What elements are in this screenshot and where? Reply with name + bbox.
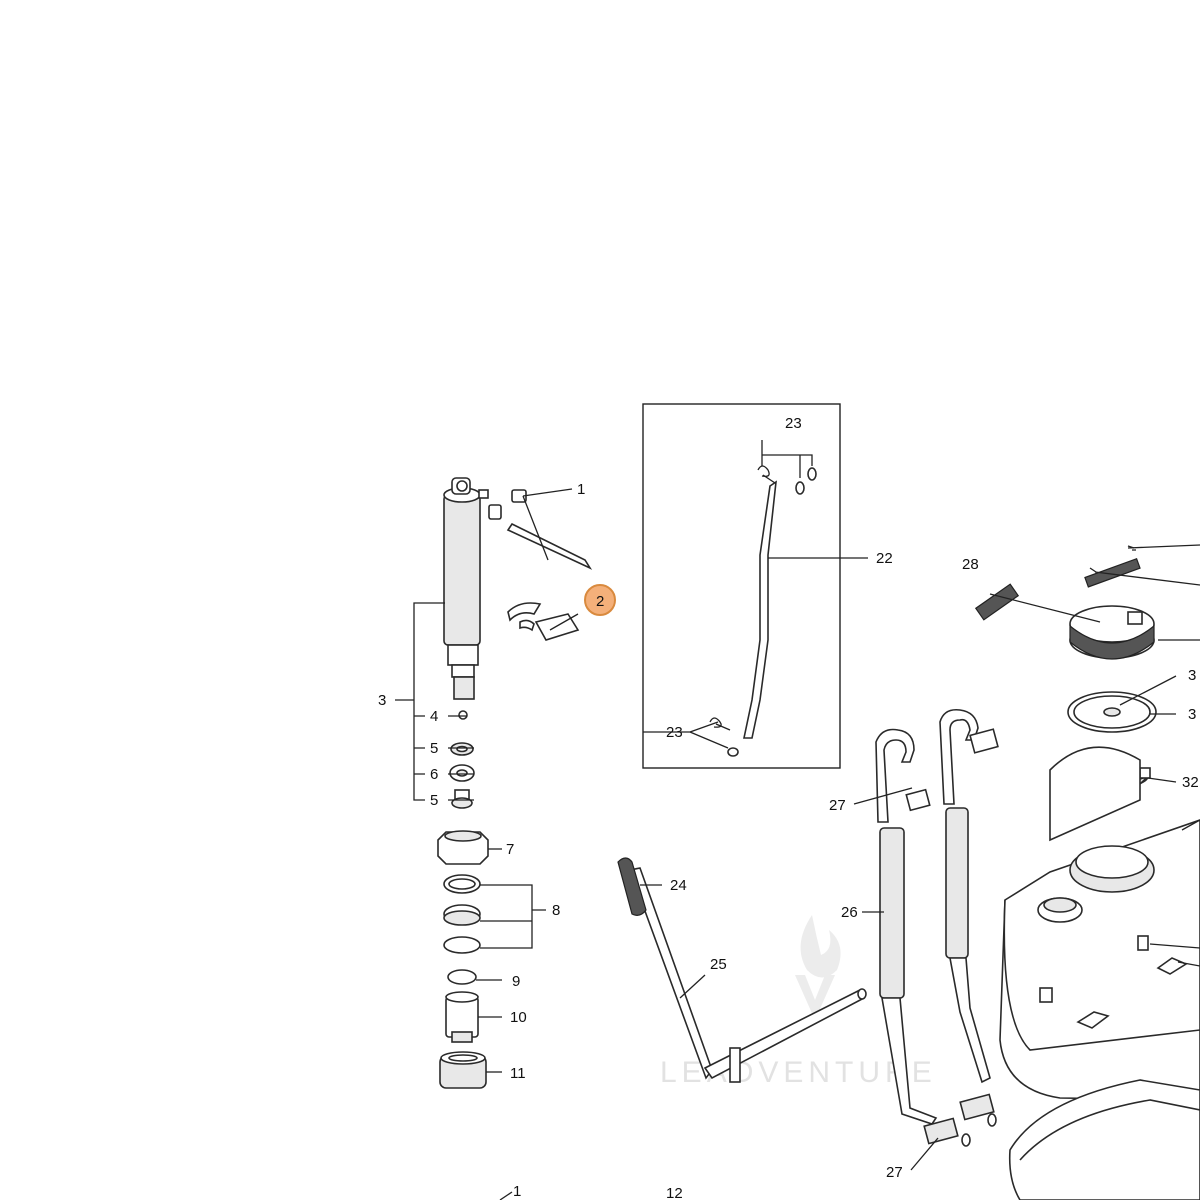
- callout-23-top: 23: [785, 415, 802, 432]
- callout-10: 10: [510, 1009, 527, 1026]
- callout-3x-b: 3: [1188, 706, 1196, 723]
- callout-12: 12: [666, 1185, 683, 1200]
- bracket: [507, 602, 580, 641]
- valve-housing: [445, 991, 479, 1043]
- callout-7: 7: [506, 841, 514, 858]
- o-ring-8a-inner: [448, 878, 476, 890]
- callout-5-a: 5: [430, 740, 438, 757]
- callout-9: 9: [512, 973, 520, 990]
- spring-washer-top: [450, 742, 474, 756]
- callout-1-bottom: 1: [513, 1183, 521, 1200]
- filter-pad: [974, 583, 1020, 621]
- o-ring-9: [447, 969, 477, 985]
- tank-lid: [1069, 605, 1155, 660]
- ball-valve: [458, 710, 468, 720]
- clips-top: [757, 465, 817, 495]
- o-ring-8b-body: [443, 910, 481, 926]
- callout-28: 28: [962, 556, 979, 573]
- pump-cylinder: [443, 477, 489, 700]
- callout-22: 22: [876, 550, 893, 567]
- lever-rod: [743, 480, 777, 739]
- union-nut: [437, 830, 489, 865]
- callout-27-bottom: 27: [886, 1164, 903, 1181]
- leader-lines: [395, 440, 1200, 1200]
- callout-23-bottom: 23: [666, 724, 683, 741]
- lever-rod-frame: [642, 403, 841, 769]
- strap-buckles: [923, 1093, 997, 1147]
- tank-base-tray: [1008, 1079, 1200, 1200]
- top-clips: [1084, 545, 1141, 588]
- cap-nut: [439, 1051, 487, 1089]
- callout-24: 24: [670, 877, 687, 894]
- tank-body: [999, 746, 1200, 1101]
- pump-handle: [617, 857, 867, 1083]
- o-ring-8c: [443, 936, 481, 954]
- spring-washer-bottom: [451, 789, 473, 809]
- seal-ring: [449, 764, 475, 782]
- callout-1-top: 1: [577, 481, 585, 498]
- clips-bottom: [709, 717, 739, 757]
- highlight-ring: [584, 584, 616, 616]
- shoulder-strap-right: [939, 708, 999, 1084]
- pump-rod: [488, 489, 593, 570]
- callout-26: 26: [841, 904, 858, 921]
- callout-3x-a: 3: [1188, 667, 1196, 684]
- callout-25: 25: [710, 956, 727, 973]
- shoulder-strap-left: [875, 728, 938, 1125]
- callout-27-top: 27: [829, 797, 846, 814]
- callout-2: 2: [596, 593, 604, 610]
- callout-5-b: 5: [430, 792, 438, 809]
- callout-11: 11: [510, 1065, 526, 1082]
- callout-4: 4: [430, 708, 438, 725]
- callout-8: 8: [552, 902, 560, 919]
- callout-32: 32: [1182, 774, 1199, 791]
- callout-3: 3: [378, 692, 386, 709]
- callout-6: 6: [430, 766, 438, 783]
- lid-gasket: [1067, 691, 1157, 733]
